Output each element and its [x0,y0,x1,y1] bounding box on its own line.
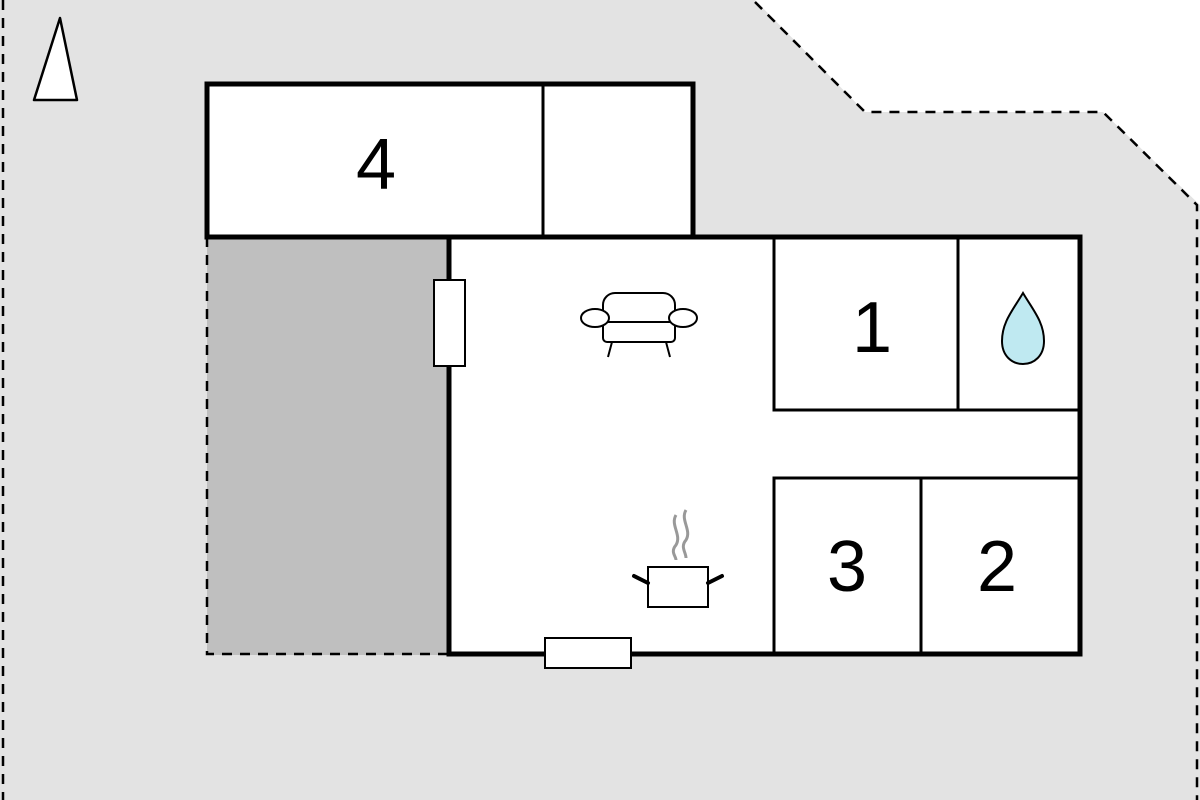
north-arrow-icon [32,16,79,102]
room-3-label: 3 [827,527,867,607]
wall-rooms-3-2 [772,476,1080,654]
room-1-label: 1 [852,288,892,368]
room-2-label: 2 [977,527,1017,607]
water-drop-icon [1000,291,1046,366]
terrace [207,237,449,655]
cooking-pot-icon [632,509,724,608]
wall-room-1 [772,237,1080,412]
room-4-block [204,81,696,240]
sofa-icon [580,292,698,358]
terrace-boundary [205,237,449,656]
door-bottom [544,637,632,669]
room-4-label: 4 [356,125,396,205]
door-left [433,279,466,367]
plot-boundary-top-right [754,1,1199,800]
